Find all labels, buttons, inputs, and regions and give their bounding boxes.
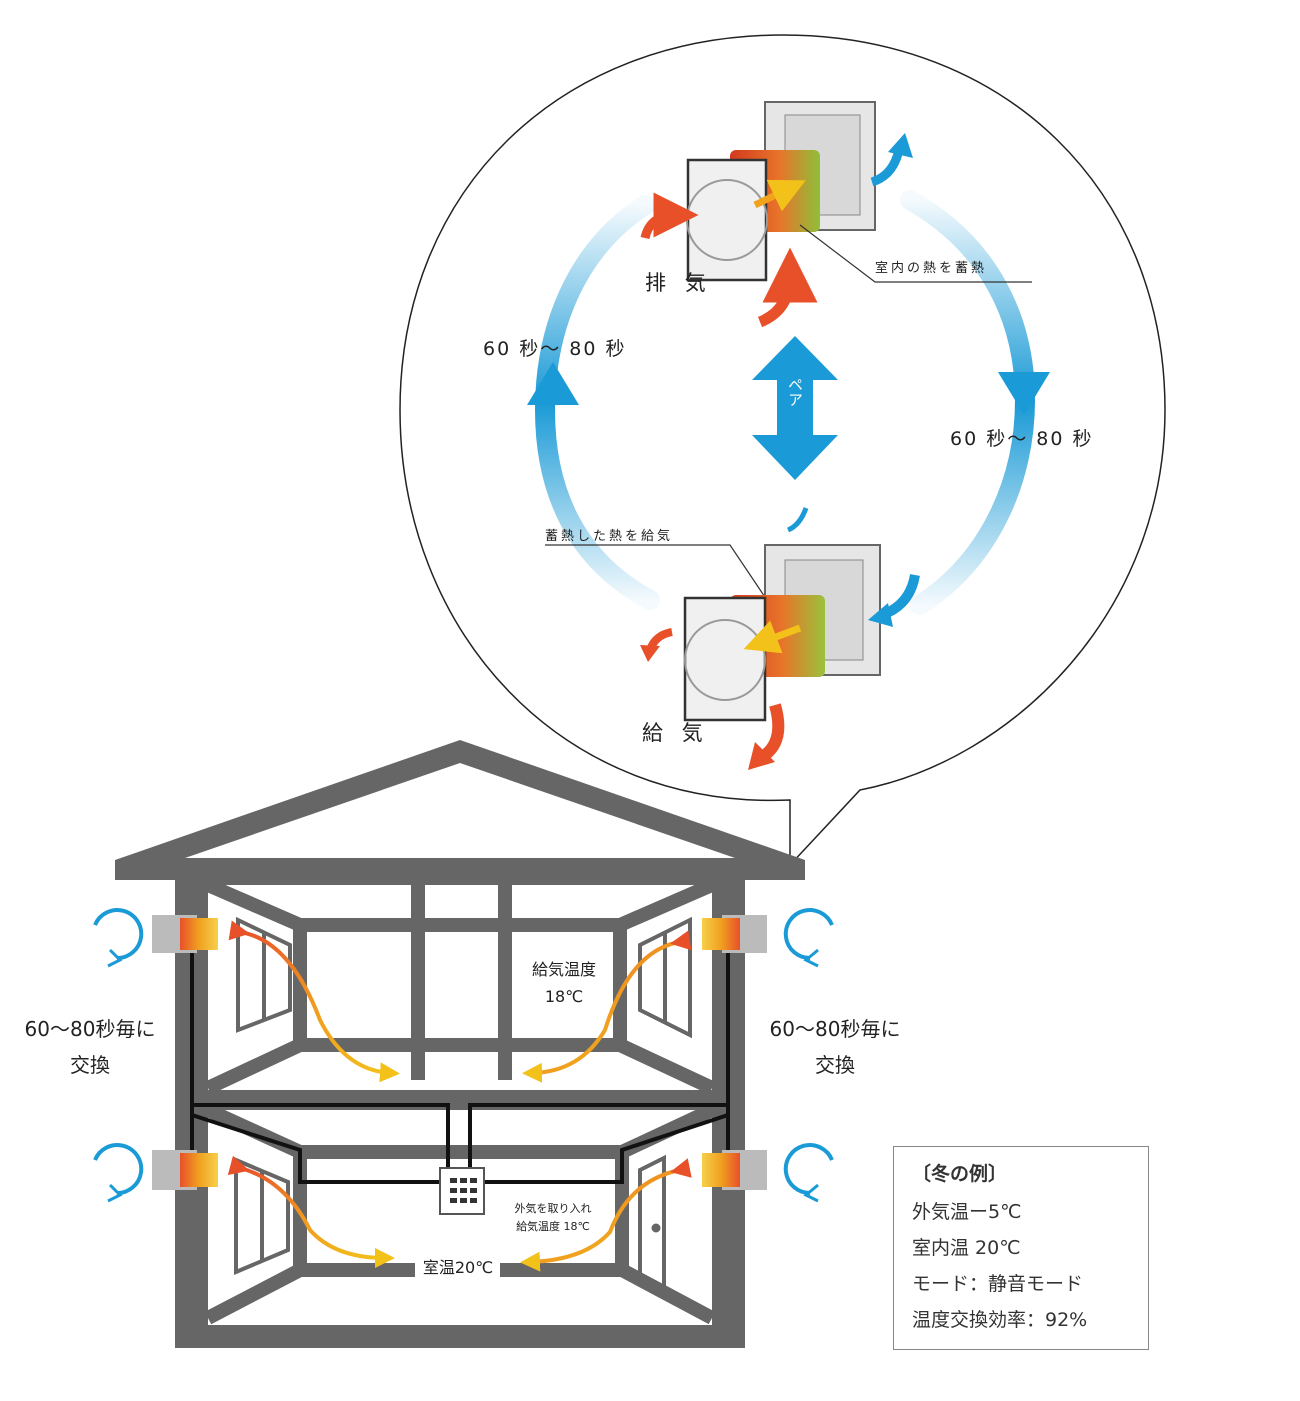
interval-left-line2: 交換 — [70, 1053, 110, 1077]
intake-label-line1: 外気を取り入れ — [515, 1201, 592, 1215]
ring-arrow-up-icon — [527, 362, 579, 405]
supply-out-arrow-2-icon — [761, 703, 785, 760]
cycle-icon-lower-right — [783, 1143, 834, 1203]
legend-mode: モード：静音モード — [912, 1273, 1084, 1295]
intake-label-line2: 給気温度 18℃ — [516, 1219, 590, 1233]
interval-right-line2: 交換 — [815, 1053, 855, 1077]
legend-efficiency: 温度交換効率：92% — [912, 1309, 1088, 1331]
store-heat-callout: 室内の熱を蓄熱 — [799, 224, 1032, 283]
cycle-icon-upper-right — [783, 908, 834, 968]
supply-out-arrowhead-icon — [640, 645, 660, 662]
room-temp-label: 室温20℃ — [423, 1258, 493, 1277]
vent-upper-left — [152, 915, 218, 953]
pair-arrow-icon — [752, 336, 838, 480]
interval-left-line1: 60～80秒毎に — [25, 1017, 156, 1041]
cycle-icon-lower-left — [93, 1143, 144, 1203]
airflow-upper-left — [228, 920, 400, 1083]
airflow-upper-right — [522, 930, 692, 1083]
supply-unit — [640, 507, 920, 770]
warm-airflow — [227, 920, 692, 1272]
supply-heat-callout: 蓄熱した熱を給気 — [545, 528, 776, 613]
supply-out-arrowhead-2-icon — [748, 742, 775, 770]
cycle-icon-upper-left — [93, 908, 144, 968]
exhaust-in-arrow-2-icon — [757, 247, 818, 328]
exhaust-flow-arrow-icon — [753, 179, 806, 212]
exhaust-label: 排 気 — [645, 271, 712, 295]
ring-arrow-down-icon — [998, 372, 1050, 415]
exhaust-unit-front-frame — [686, 158, 768, 282]
cycle-left-label: 60 秒～ 80 秒 — [483, 338, 626, 360]
winter-example-legend: 〔冬の例〕 外気温ー5℃ 室内温 20℃ モード：静音モード 温度交換効率：92… — [893, 1146, 1149, 1350]
supply-heat-label: 蓄熱した熱を給気 — [545, 528, 673, 544]
supply-small-arrow-icon — [786, 507, 809, 533]
pair-double-arrow: ペア — [752, 336, 838, 480]
vent-lower-right — [702, 1150, 767, 1190]
supply-heat-leader-line — [545, 544, 776, 613]
supply-temp-value: 18℃ — [545, 987, 583, 1006]
supply-flow-arrow-icon — [743, 620, 802, 654]
airflow-lower-left — [227, 1155, 395, 1268]
legend-indoor-temp: 室内温 20℃ — [912, 1237, 1021, 1259]
store-heat-label: 室内の熱を蓄熱 — [875, 260, 987, 276]
vent-upper-right — [702, 915, 767, 953]
supply-in-arrowhead-icon — [868, 603, 893, 627]
exhaust-in-arrow-icon — [640, 192, 699, 240]
store-heat-leader-line — [799, 224, 1032, 283]
circulation-ring — [527, 190, 1050, 615]
pair-label: ペア — [786, 377, 804, 407]
airflow-lower-right — [520, 1158, 692, 1272]
supply-unit-front-frame — [683, 596, 767, 722]
supply-label: 給 気 — [642, 721, 709, 745]
house-roof-inner — [185, 763, 735, 858]
ring-arc-left — [534, 195, 660, 610]
legend-title: 〔冬の例〕 — [912, 1163, 1008, 1185]
vent-lower-left — [152, 1150, 218, 1190]
controller-box — [439, 1167, 485, 1215]
interval-right-line1: 60～80秒毎に — [770, 1017, 901, 1041]
exhaust-out-arrowhead-icon — [888, 133, 913, 158]
cycle-right-label: 60 秒～ 80 秒 — [950, 428, 1093, 450]
exhaust-unit — [640, 101, 913, 328]
legend-outdoor-temp: 外気温ー5℃ — [912, 1201, 1022, 1223]
supply-unit-fan-icon — [684, 619, 766, 701]
house: 給気温度 18℃ 外気を取り入れ 給気温度 18℃ 室温20℃ — [93, 740, 834, 1348]
supply-temp-label: 給気温度 — [532, 960, 596, 979]
